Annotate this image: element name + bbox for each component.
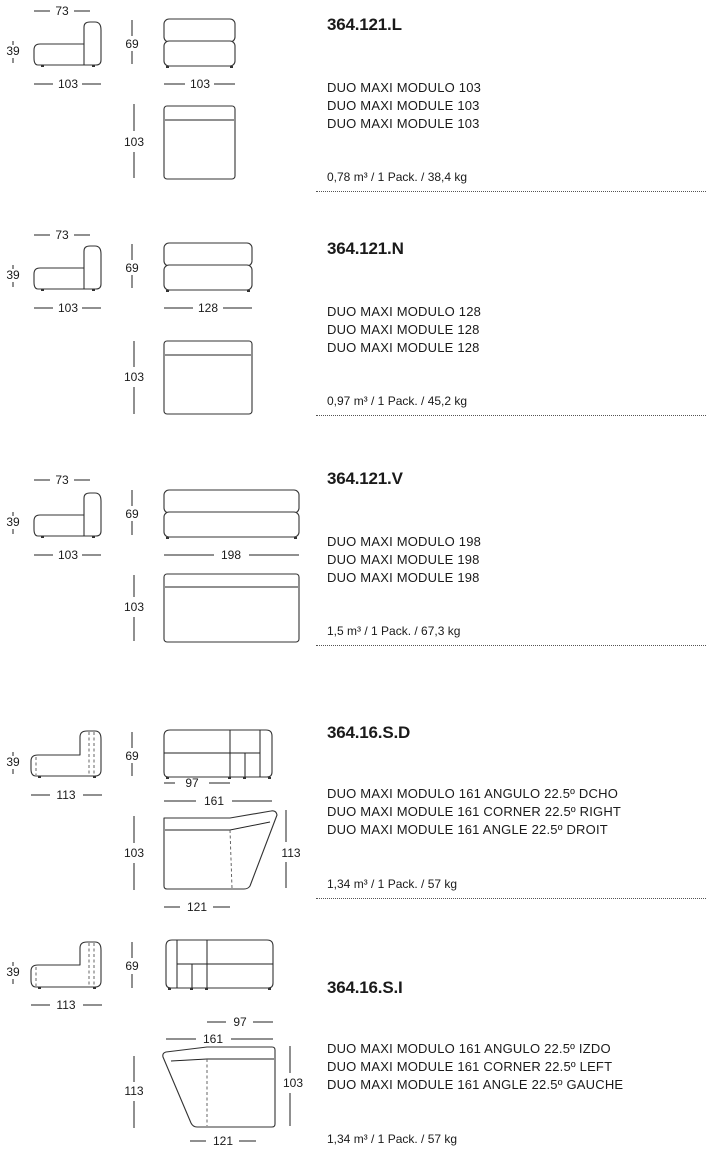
front-view-drawing: 69 128 [125,242,253,315]
technical-drawings: 73 39 103 69 198 103 [6,473,300,643]
dim-depth: 103 [58,301,78,315]
dim-height: 69 [125,37,139,51]
dim-back-depth: 73 [55,4,69,18]
name-english: DUO MAXI MODULE 128 [327,322,480,337]
plan-view-drawing: 113 103 121 [124,1046,303,1148]
name-english: DUO MAXI MODULE 161 CORNER 22.5º LEFT [327,1059,613,1074]
dim-front-width: 128 [198,301,218,315]
dotted-separator [316,645,706,646]
front-view-drawing: 69 198 [125,489,300,562]
dim-plan-left: 113 [124,1084,143,1098]
dim-plan-depth: 103 [124,135,144,149]
plan-view-drawing: 103 113 121 [124,810,301,914]
name-french: DUO MAXI MODULE 161 ANGLE 22.5º DROIT [327,822,608,837]
name-english: DUO MAXI MODULE 198 [327,552,480,567]
dim-front-width: 198 [221,548,241,562]
dim-plan-bottom: 121 [187,900,207,914]
technical-drawings: 39 113 69 97 161 113 [6,939,303,1148]
dim-front-width: 103 [190,77,210,91]
dim-seat-height: 39 [6,755,20,769]
side-view-drawing: 73 39 103 [6,228,102,315]
dotted-separator [316,415,706,416]
plan-view-drawing: 103 [124,104,236,180]
dim-back-depth: 73 [55,473,69,487]
name-french: DUO MAXI MODULE 103 [327,116,480,131]
name-spanish: DUO MAXI MODULO 128 [327,304,482,319]
product-code: 364.16.S.I [327,978,403,997]
name-spanish: DUO MAXI MODULO 103 [327,80,482,95]
package-spec: 1,34 m³ / 1 Pack. / 57 kg [327,877,458,891]
dim-height: 69 [125,749,139,763]
dim-seat-height: 39 [6,268,20,282]
dim-plan-depth: 103 [124,370,144,384]
front-view-drawing: 69 97 161 [125,939,274,1046]
dim-front-part: 97 [185,776,199,790]
product-code: 364.121.V [327,469,403,488]
name-english: DUO MAXI MODULE 161 CORNER 22.5º RIGHT [327,804,622,819]
plan-view-drawing: 103 [124,573,300,643]
technical-drawings: 73 39 103 69 103 103 [6,4,236,180]
dim-depth: 103 [58,548,78,562]
product-code: 364.121.N [327,239,404,258]
name-spanish: DUO MAXI MODULO 198 [327,534,482,549]
front-view-drawing: 69 103 [125,18,236,91]
side-view-drawing: 73 39 103 [6,4,102,91]
product-description: DUO MAXI MODULO 103 DUO MAXI MODULE 103 … [327,79,481,133]
package-spec: 0,97 m³ / 1 Pack. / 45,2 kg [327,394,468,408]
package-spec: 1,5 m³ / 1 Pack. / 67,3 kg [327,624,461,638]
dim-height: 69 [125,959,139,973]
dim-plan-depth: 103 [124,600,144,614]
dim-plan-width: 161 [204,794,224,808]
name-spanish: DUO MAXI MODULO 161 ANGULO 22.5º IZDO [327,1041,611,1056]
front-view-drawing: 69 97 161 [125,729,273,808]
product-description: DUO MAXI MODULO 198 DUO MAXI MODULE 198 … [327,533,481,587]
dim-depth: 103 [58,77,78,91]
name-french: DUO MAXI MODULE 161 ANGLE 22.5º GAUCHE [327,1077,624,1092]
dim-seat-height: 39 [6,515,20,529]
dim-depth: 113 [56,998,75,1012]
name-french: DUO MAXI MODULE 198 [327,570,480,585]
dim-seat-height: 39 [6,44,20,58]
plan-view-drawing: 103 [124,340,253,415]
side-view-drawing: 39 113 [6,941,102,1012]
product-code: 364.16.S.D [327,723,411,742]
dotted-separator [316,898,706,899]
name-spanish: DUO MAXI MODULO 161 ANGULO 22.5º DCHO [327,786,619,801]
dim-plan-right: 113 [281,846,300,860]
dim-plan-left: 103 [124,846,144,860]
dim-plan-right: 103 [283,1076,303,1090]
product-description: DUO MAXI MODULO 128 DUO MAXI MODULE 128 … [327,303,481,357]
product-code: 364.121.L [327,15,402,34]
dim-depth: 113 [56,788,75,802]
side-view-drawing: 73 39 103 [6,473,102,562]
technical-drawings: 73 39 103 69 128 103 [6,228,253,415]
name-english: DUO MAXI MODULE 103 [327,98,480,113]
dim-height: 69 [125,507,139,521]
dim-plan-width: 161 [203,1032,223,1046]
product-description: DUO MAXI MODULO 161 ANGULO 22.5º DCHO DU… [327,785,621,839]
side-view-drawing: 39 113 [6,730,102,802]
dim-height: 69 [125,261,139,275]
dim-front-part: 97 [233,1015,247,1029]
dim-back-depth: 73 [55,228,69,242]
dim-seat-height: 39 [6,965,20,979]
package-spec: 0,78 m³ / 1 Pack. / 38,4 kg [327,170,468,184]
name-french: DUO MAXI MODULE 128 [327,340,480,355]
product-description: DUO MAXI MODULO 161 ANGULO 22.5º IZDO DU… [327,1040,623,1094]
package-spec: 1,34 m³ / 1 Pack. / 57 kg [327,1132,458,1146]
dotted-separator [316,191,706,192]
dim-plan-bottom: 121 [213,1134,233,1148]
technical-drawings: 39 113 69 97 161 103 [6,729,301,914]
